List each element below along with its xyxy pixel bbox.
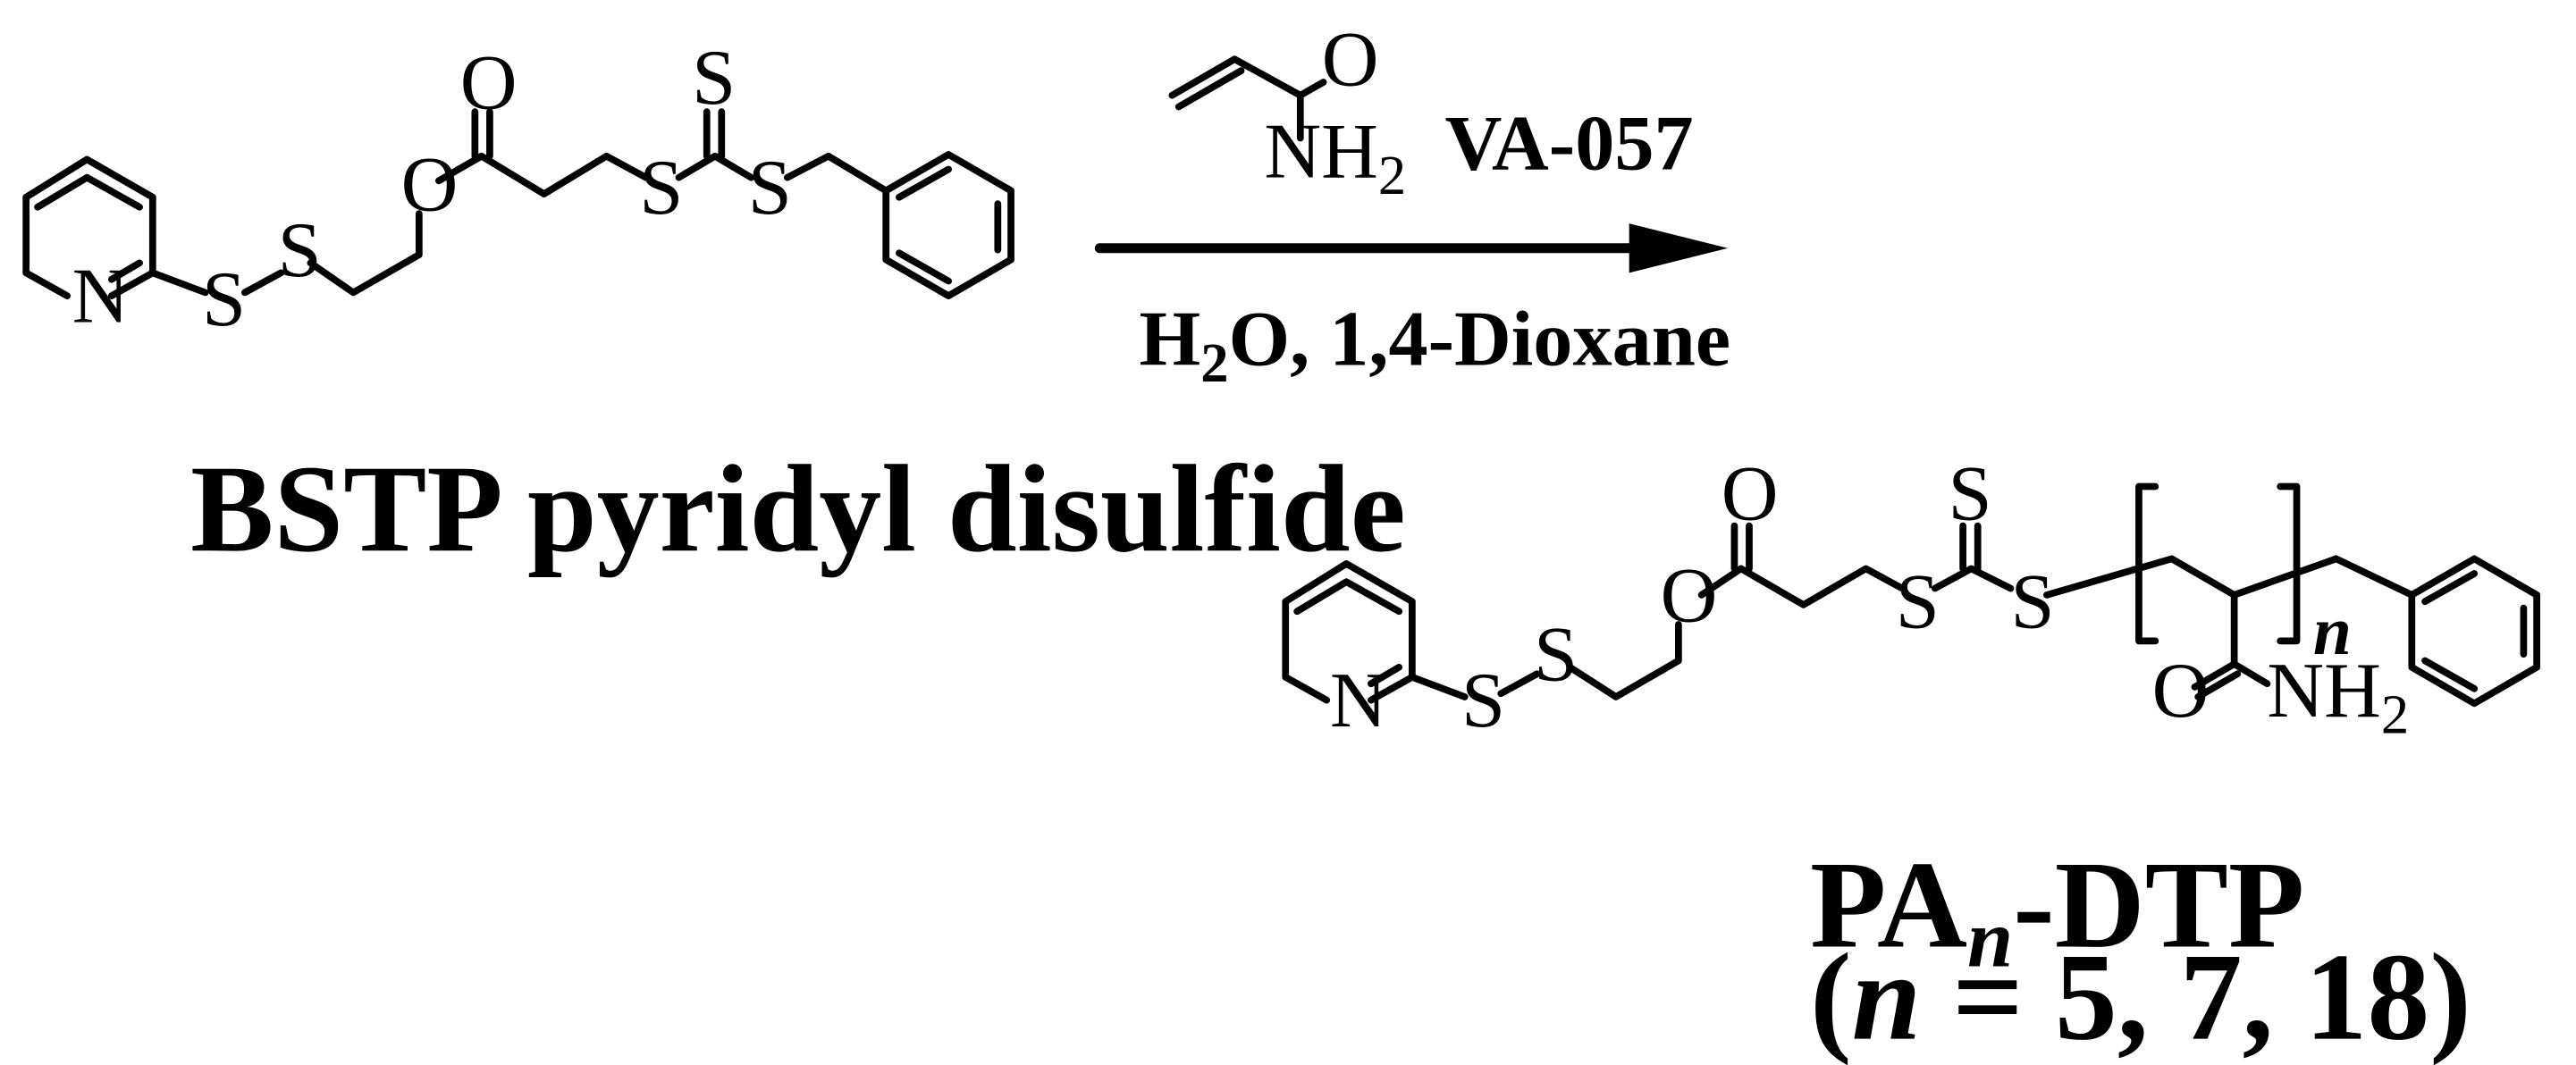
oxygen-atom: O	[460, 38, 518, 126]
pyridine-ring-reactant	[22, 155, 156, 299]
oxygen-atom: O	[401, 140, 459, 228]
oxygen-atom: O	[1661, 551, 1718, 639]
sulfur-atom: S	[278, 206, 322, 294]
repeat-unit-brackets	[2135, 482, 2301, 645]
nitrogen-atom: N	[72, 253, 130, 340]
product-structure: N S S O O S S S n O NH2	[1282, 449, 2540, 745]
product-name: PAn-DTP	[1810, 836, 2304, 985]
sulfur-atom: S	[748, 144, 792, 231]
pyridine-ring-product	[1282, 560, 1416, 704]
sulfur-atom: S	[1461, 657, 1505, 744]
sulfur-atom: S	[1534, 611, 1578, 699]
acrylamide-monomer: O NH2	[1168, 16, 1406, 206]
oxygen-atom: O	[2152, 647, 2210, 734]
sulfur-atom: S	[2010, 558, 2054, 646]
sulfur-atom: S	[1949, 449, 1992, 537]
reactant-structure: N S S O O S S S	[22, 34, 1014, 343]
amine-group: NH2	[1264, 108, 1406, 206]
nitrogen-atom: N	[1330, 657, 1387, 744]
sulfur-atom: S	[692, 34, 736, 122]
sulfur-atom: S	[1896, 558, 1940, 646]
oxygen-atom: O	[1322, 16, 1379, 104]
solvent-label: H2O, 1,4-Dioxane	[1140, 295, 1730, 393]
sulfur-atom: S	[202, 256, 246, 343]
sulfur-atom: S	[639, 144, 683, 231]
initiator-label: VA-057	[1445, 99, 1694, 187]
benzene-ring-reactant	[882, 151, 1014, 299]
reactant-name: BSTP pyridyl disulfide	[190, 440, 1406, 578]
reaction-arrow	[1094, 223, 1729, 273]
product-n-values: (n = 5, 7, 18)	[1810, 928, 2471, 1065]
amine-group: NH2	[2267, 647, 2409, 745]
benzene-ring-product	[2408, 555, 2540, 708]
oxygen-atom: O	[1722, 449, 1779, 537]
repeat-index: n	[2313, 592, 2352, 669]
